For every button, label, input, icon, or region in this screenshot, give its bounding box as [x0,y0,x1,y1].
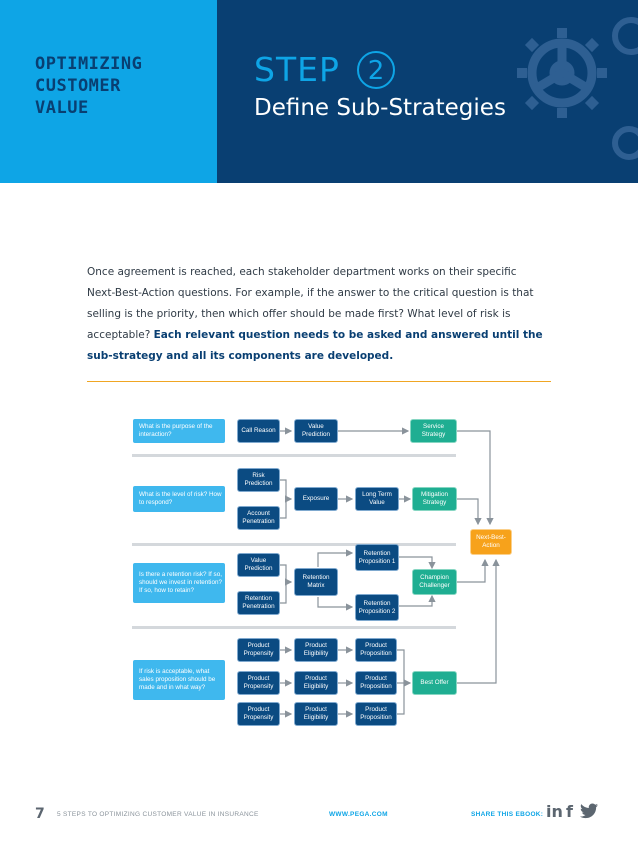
node-value-prediction: Value Prediction [237,553,280,577]
intro-bold-text: Each relevant question needs to be asked… [87,329,543,362]
linkedin-icon[interactable]: in [546,802,563,821]
node-retention-penetration: Retention Penetration [237,591,280,615]
page-number: 7 [35,806,45,822]
node-exposure: Exposure [294,487,338,511]
brand-line: CUSTOMER [35,76,121,96]
node-product-propensity: Product Propensity [237,671,280,695]
node-product-proposition: Product Proposition [355,702,397,726]
question-risk: What is the level of risk? How to respon… [133,486,225,512]
header-left-panel: OPTIMIZING CUSTOMER VALUE [0,0,217,183]
page-title: Define Sub-Strategies [254,95,506,121]
step-number-badge: 2 [357,51,395,89]
node-product-eligibility: Product Eligibility [294,671,338,695]
section-divider [87,381,551,382]
question-retention: Is there a retention risk? If so, should… [133,563,225,603]
brand-line: OPTIMIZING [35,54,143,74]
intro-text: Once agreement is reached, each stakehol… [87,266,534,341]
node-retention-proposition-1: Retention Proposition 1 [355,544,399,571]
node-product-eligibility: Product Eligibility [294,638,338,662]
brand-title: OPTIMIZING CUSTOMER VALUE [35,53,205,119]
step-word: STEP [254,50,340,89]
node-product-proposition: Product Proposition [355,671,397,695]
flow-separator [132,543,456,546]
node-service-strategy: Service Strategy [410,419,457,443]
node-product-proposition: Product Proposition [355,638,397,662]
node-product-propensity: Product Propensity [237,638,280,662]
question-purpose: What is the purpose of the interaction? [133,419,225,443]
flow-separator [132,454,456,457]
ebook-title: 5 STEPS TO OPTIMIZING CUSTOMER VALUE IN … [57,811,259,818]
node-retention-matrix: Retention Matrix [294,568,338,596]
node-best-offer: Best Offer [412,671,457,695]
twitter-icon[interactable] [580,802,598,820]
header-right-panel: STEP 2 Define Sub-Strategies [217,0,638,183]
intro-paragraph: Once agreement is reached, each stakehol… [87,262,547,367]
node-retention-proposition-2: Retention Proposition 2 [355,594,399,621]
website-link[interactable]: WWW.PEGA.COM [329,811,388,818]
node-long-term-value: Long Term Value [355,487,399,511]
facebook-icon[interactable]: f [566,802,573,821]
node-product-eligibility: Product Eligibility [294,702,338,726]
node-product-propensity: Product Propensity [237,702,280,726]
node-risk-prediction: Risk Prediction [237,468,280,492]
brand-line: VALUE [35,98,89,118]
node-call-reason: Call Reason [237,419,280,443]
question-sales: If risk is acceptable, what sales propos… [133,660,225,700]
flow-separator [132,626,456,629]
node-next-best-action: Next-Best-Action [470,529,512,555]
node-mitigation-strategy: Mitigation Strategy [412,487,457,511]
node-value-prediction: Value Prediction [294,419,338,443]
node-champion-challenger: Champion Challenger [412,569,457,595]
share-label: SHARE THIS EBOOK: [471,811,544,818]
node-account-penetration: Account Penetration [237,506,280,530]
gears-icon [517,17,638,160]
